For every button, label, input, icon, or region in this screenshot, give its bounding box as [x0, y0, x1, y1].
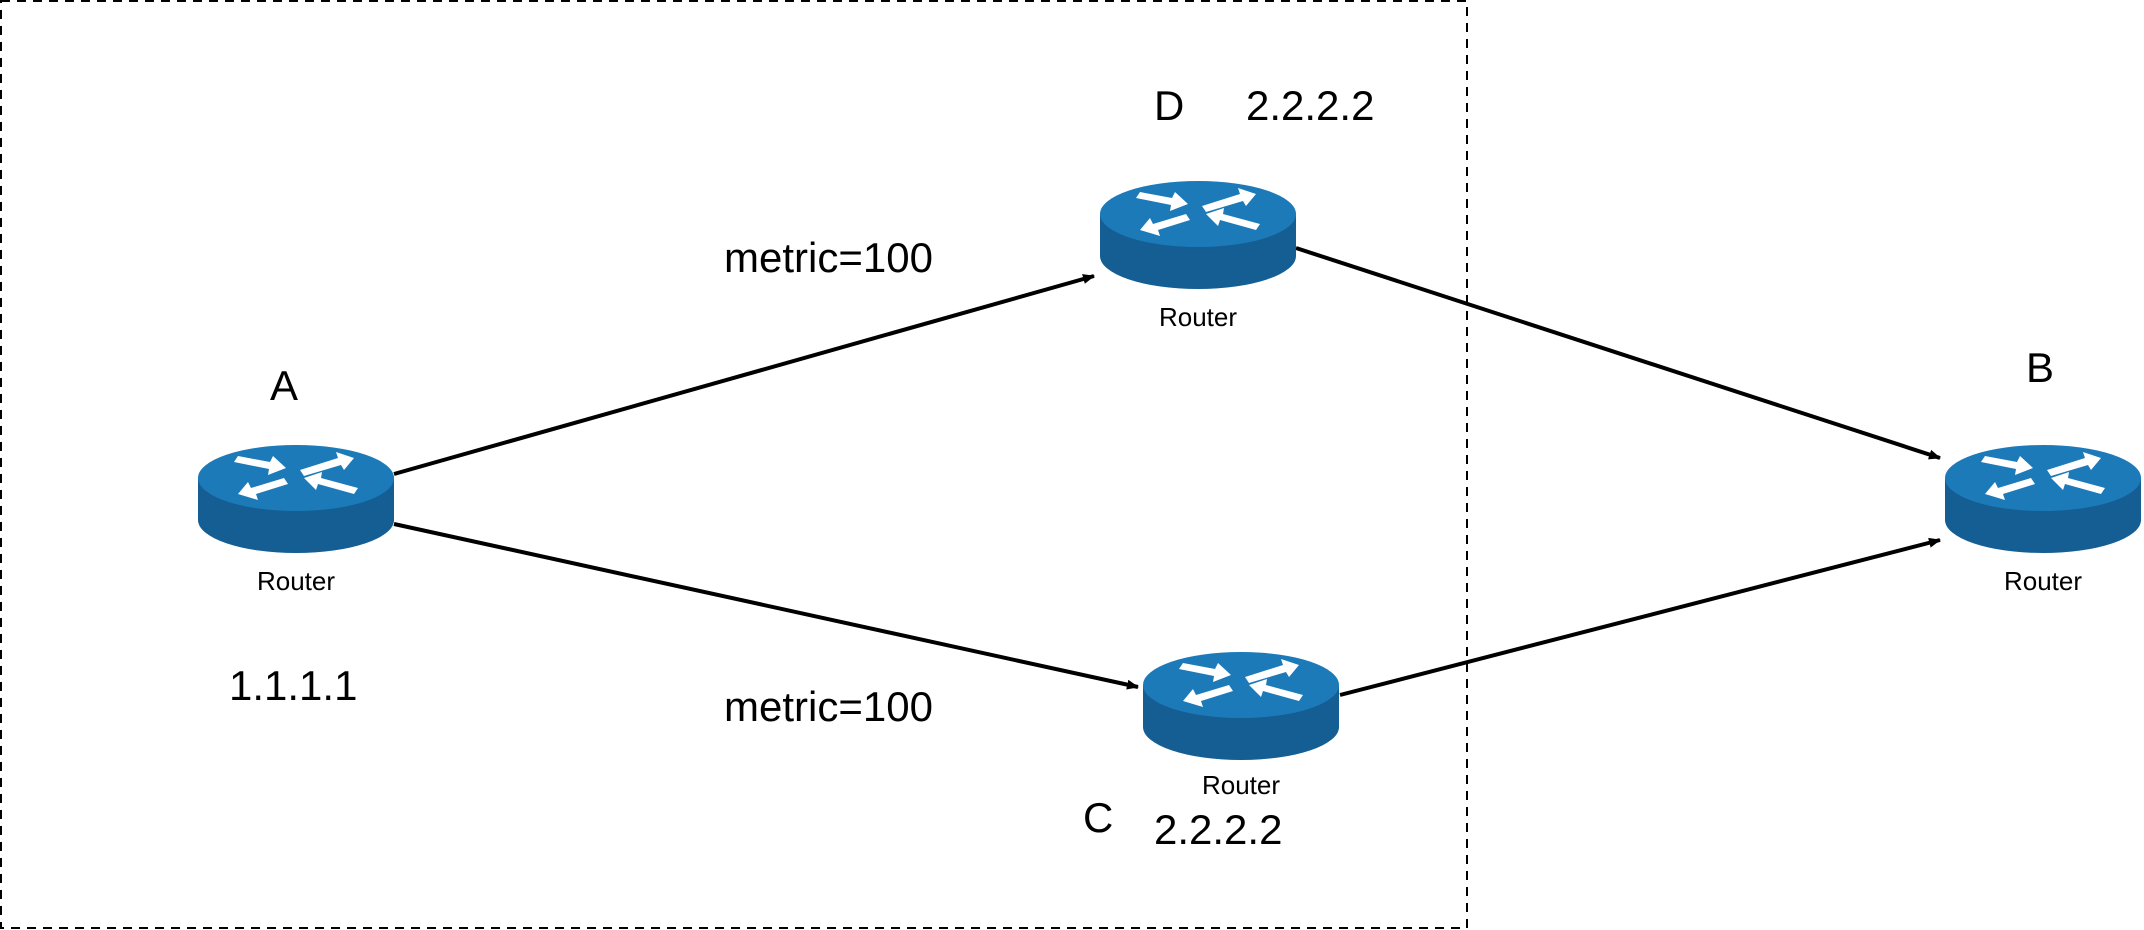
router-d-letter: D: [1154, 82, 1184, 129]
domain-boundary: [0, 0, 1468, 929]
router-c-label: Router: [1202, 770, 1280, 800]
router-a-letter: A: [270, 362, 298, 409]
router-a-label: Router: [257, 566, 335, 596]
metric-label-a-c: metric=100: [724, 683, 933, 730]
link-d-to-b: [1295, 246, 1941, 460]
router-c-ip: 2.2.2.2: [1154, 806, 1282, 853]
router-d-label: Router: [1159, 302, 1237, 332]
router-icon: [1945, 445, 2141, 553]
router-icon: [198, 445, 394, 553]
router-c-letter: C: [1083, 794, 1113, 841]
router-d[interactable]: D 2.2.2.2 Router: [1100, 82, 1374, 332]
router-a[interactable]: A Router 1.1.1.1: [198, 362, 394, 709]
router-icon: [1100, 181, 1296, 289]
router-icon: [1143, 652, 1339, 760]
router-d-ip: 2.2.2.2: [1246, 82, 1374, 129]
link-a-to-c: [393, 522, 1139, 690]
router-b-letter: B: [2026, 344, 2054, 391]
link-c-to-b: [1339, 537, 1941, 697]
router-b-label: Router: [2004, 566, 2082, 596]
router-b[interactable]: B Router: [1945, 344, 2141, 596]
router-a-ip: 1.1.1.1: [229, 662, 357, 709]
link-a-to-d: [393, 274, 1095, 476]
router-c[interactable]: Router C 2.2.2.2: [1083, 652, 1339, 853]
metric-label-a-d: metric=100: [724, 234, 933, 281]
